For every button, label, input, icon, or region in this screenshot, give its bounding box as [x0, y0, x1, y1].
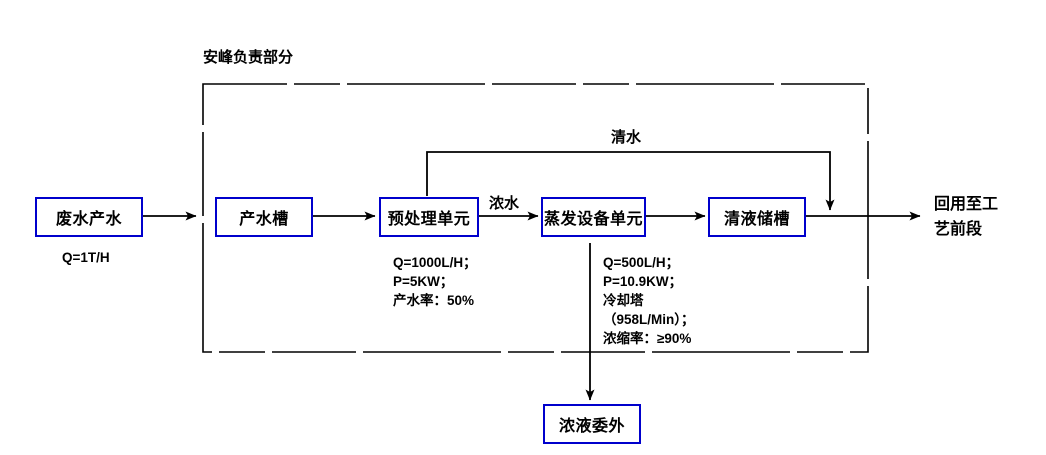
note-pretreatment: Q=1000L/H； P=5KW； 产水率：50% [393, 255, 477, 308]
node-product-tank[interactable]: 产水槽 [215, 197, 313, 237]
edge-label-clean-water: 清水 [611, 129, 642, 146]
responsibility-zone-title: 安峰负责部分 [203, 49, 294, 66]
edge-label-concentrated-water: 浓水 [489, 195, 520, 212]
node-clear-liquid-tank[interactable]: 清液储槽 [708, 197, 806, 237]
node-concentrate-outsourcing[interactable]: 浓液委外 [543, 404, 641, 444]
node-evaporation[interactable]: 蒸发设备单元 [541, 197, 646, 237]
node-pretreatment[interactable]: 预处理单元 [379, 197, 479, 237]
terminal-reuse-to-process: 回用至工 艺前段 [934, 196, 999, 238]
node-wastewater[interactable]: 废水产水 [35, 197, 143, 237]
note-wastewater: Q=1T/H [62, 250, 110, 265]
note-evaporation: Q=500L/H； P=10.9KW； 冷却塔 （958L/Min）； 浓缩率：… [603, 255, 695, 346]
